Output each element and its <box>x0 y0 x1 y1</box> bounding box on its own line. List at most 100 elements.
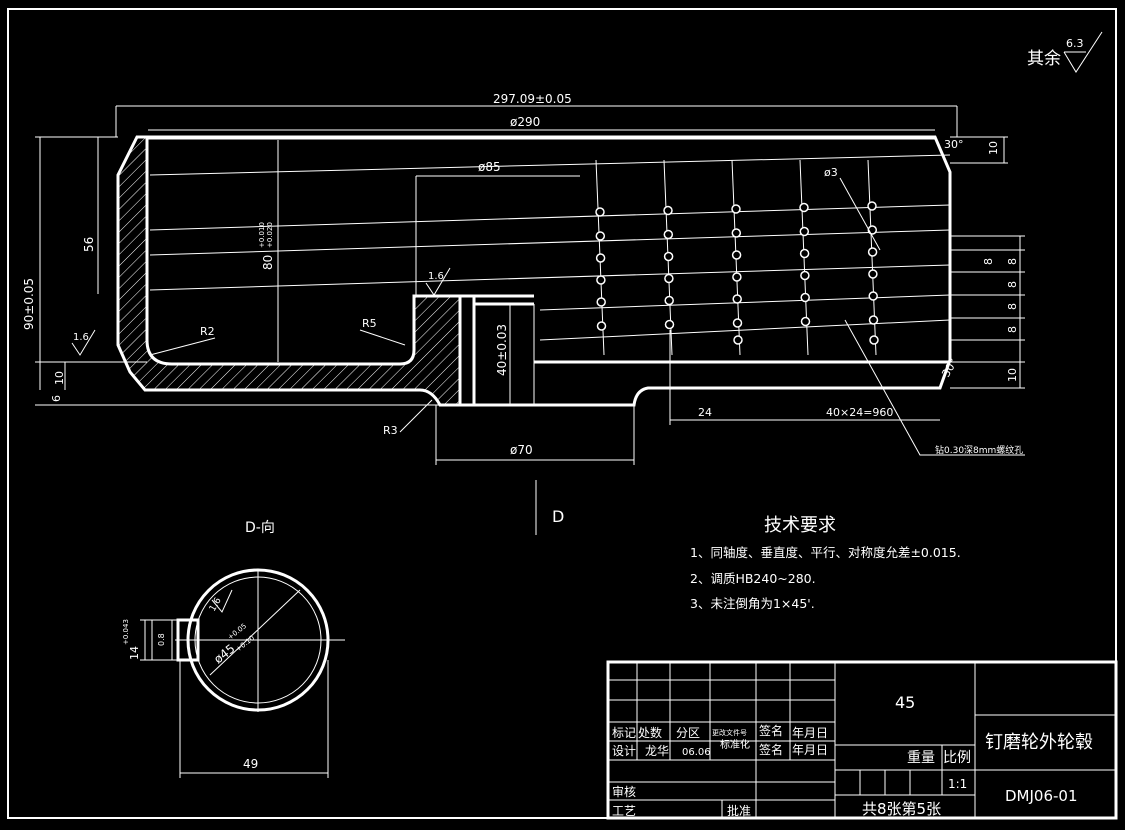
hole-marker <box>664 319 675 330</box>
dim-right-8c: 8 <box>1006 303 1019 310</box>
hole-marker <box>731 250 742 260</box>
dim-overall-height: 90±0.05 <box>22 278 36 330</box>
tb-qianming: 签名 <box>759 723 783 738</box>
tb-biaozhunhua: 标准化 <box>720 738 750 751</box>
dim-fit-upper: +0.010 <box>258 222 266 248</box>
tb-material: 45 <box>895 693 915 712</box>
hole-marker <box>868 269 878 279</box>
hole-marker <box>664 273 674 284</box>
main-section-view: D 297.09±0.05 ø290 ø85 30° 10 56 80 +0.0… <box>22 92 1025 535</box>
hole-marker <box>868 315 879 325</box>
tb-date: 06.06 <box>682 747 711 758</box>
tb-qianming2: 签名 <box>759 742 783 757</box>
view-d-title: D-向 <box>245 520 275 536</box>
dim-pitch-pattern: 40×24=960 <box>826 406 893 419</box>
dim-thread-note: 钻0.30深8mm螺纹孔 <box>935 444 1023 456</box>
tech-title: 技术要求 <box>764 515 836 536</box>
hole-marker <box>596 321 607 331</box>
dim-right-8e: 8 <box>982 258 995 265</box>
dim-r5: R5 <box>362 317 377 330</box>
roughness-other: 其余 6.3 <box>1027 31 1103 73</box>
dim-pitch-first: 24 <box>698 406 712 419</box>
dim-r2: R2 <box>200 325 215 338</box>
tb-drawing-no: DMJ06-01 <box>1005 787 1078 805</box>
roughness-other-label: 其余 <box>1027 49 1061 69</box>
view-d-key-height: 14 <box>128 646 141 660</box>
hole-marker <box>800 292 810 303</box>
dim-right-8d: 8 <box>1006 326 1019 333</box>
view-d: D-向 ø45 +0.05 +0.10 1.6 14 +0.043 0.8 49 <box>122 520 345 778</box>
hole-marker <box>663 229 674 240</box>
tb-nianyueri2: 年月日 <box>792 743 828 757</box>
drawing-border <box>7 8 1117 819</box>
tb-sheji: 设计 <box>612 744 636 758</box>
hole-marker <box>800 270 810 281</box>
dim-left-10: 10 <box>53 371 66 385</box>
view-d-dia-lower: +0.10 <box>234 634 256 654</box>
tb-pizhun: 批准 <box>727 803 751 818</box>
dim-fit-main: 80 <box>261 255 275 270</box>
hatched-wall <box>116 135 462 407</box>
dim-boss-len: 40±0.03 <box>495 324 509 376</box>
tb-nianyueri: 年月日 <box>792 726 828 740</box>
interior-lines <box>149 154 951 341</box>
dim-hole-dia: ø3 <box>824 166 838 179</box>
hub-bore <box>458 294 476 407</box>
dim-overall-length: 297.09±0.05 <box>493 92 572 106</box>
dim-left-6: 6 <box>50 395 63 402</box>
roughness-other-value: 6.3 <box>1066 37 1084 50</box>
hole-marker <box>664 295 674 306</box>
hole-marker <box>799 248 810 259</box>
tech-item-1: 1、同轴度、垂直度、平行、对称度允差±0.015. <box>690 545 961 560</box>
hole-marker <box>595 231 606 241</box>
hole-marker <box>732 294 742 304</box>
hole-marker <box>663 251 674 262</box>
tb-chushu: 处数 <box>638 725 662 740</box>
tech-requirements: 技术要求 1、同轴度、垂直度、平行、对称度允差±0.015. 2、调质HB240… <box>690 515 961 611</box>
hole-marker <box>867 225 878 235</box>
hole-marker <box>799 202 809 213</box>
view-d-width: 49 <box>243 757 258 771</box>
dim-outer-dia: ø290 <box>510 115 540 129</box>
view-d-rough-top-icon <box>211 589 233 613</box>
view-d-dia: ø45 <box>211 641 237 666</box>
dim-height-56: 56 <box>82 237 96 252</box>
tb-shenhe: 审核 <box>612 784 636 799</box>
hole-marker <box>595 207 605 217</box>
hole-marker <box>732 272 742 282</box>
tb-weight-label: 重量 <box>907 750 935 766</box>
hole-marker <box>868 291 878 301</box>
hole-marker <box>731 204 741 214</box>
hole-marker <box>800 316 811 327</box>
dim-right-10: 10 <box>1006 368 1019 382</box>
roughness-mid-icon <box>425 267 451 296</box>
tb-genggai: 更改文件号 <box>712 728 747 737</box>
dim-r3: R3 <box>383 424 398 437</box>
tb-fenqu: 分区 <box>676 726 700 740</box>
hole-marker <box>595 253 606 263</box>
hole-marker <box>732 318 743 328</box>
hole-marker <box>733 335 743 345</box>
dim-chamfer-top: 30° <box>944 138 964 151</box>
hole-marker <box>596 275 606 285</box>
hole-marker <box>867 201 877 211</box>
dim-fit-lower: +0.020 <box>266 222 274 248</box>
hole-marker <box>663 205 673 216</box>
hole-marker <box>731 228 742 238</box>
tb-part-name: 钉磨轮外轮毂 <box>985 732 1093 753</box>
dim-top-step: 10 <box>987 141 1000 155</box>
outer-shell-outline <box>137 135 952 407</box>
title-block: 标记 处数 分区 更改文件号 签名 年月日 设计 龙华 06.06 标准化 签名… <box>606 660 1118 820</box>
view-d-key-tol: +0.043 <box>122 619 130 645</box>
dim-chamfer-bottom: 30° <box>939 356 960 379</box>
tb-scale-value: 1:1 <box>948 777 967 791</box>
hole-marker <box>869 335 879 345</box>
roughness-symbol-icon <box>1063 31 1103 73</box>
dim-step-dia: ø70 <box>510 443 533 457</box>
view-d-key-rough: 0.8 <box>157 633 166 646</box>
dim-right-8a: 8 <box>1006 258 1019 265</box>
rough-left: 1.6 <box>73 332 89 343</box>
dim-right-8b: 8 <box>1006 281 1019 288</box>
tb-scale-label: 比例 <box>943 750 971 766</box>
